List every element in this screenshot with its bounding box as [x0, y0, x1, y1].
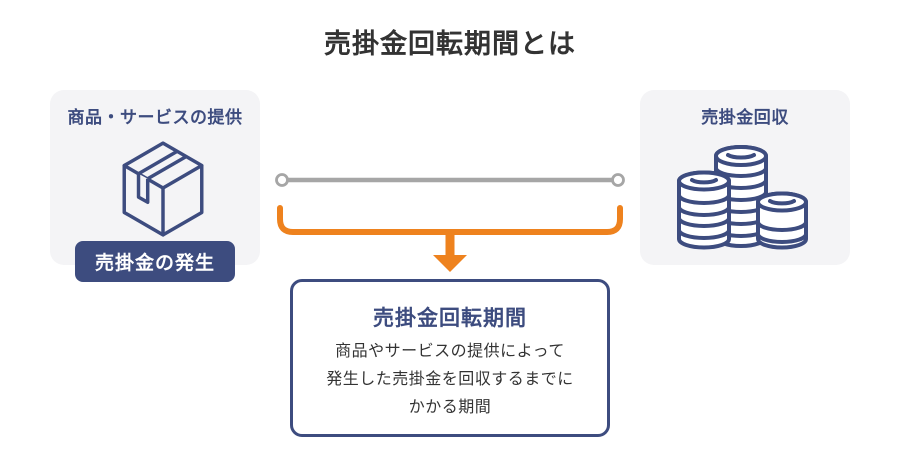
definition-description: 商品やサービスの提供によって 発生した売掛金を回収するまでに かかる期間 — [293, 338, 607, 422]
period-brace-icon — [277, 205, 623, 235]
definition-line: かかる期間 — [408, 399, 492, 416]
timeline-line — [275, 173, 625, 187]
collection-card: 売掛金回収 — [640, 90, 850, 265]
coin-stack-left — [677, 170, 731, 250]
timeline-end-endpoint-icon — [611, 173, 625, 187]
definition-line: 発生した売掛金を回収するまでに — [326, 371, 574, 388]
receivable-badge-label: 売掛金の発生 — [94, 253, 216, 274]
page-title: 売掛金回転期間とは — [324, 29, 576, 59]
coin-stacks-icon — [676, 144, 810, 250]
definition-line: 商品やサービスの提供によって — [335, 343, 565, 360]
coin-stack-right — [756, 191, 808, 250]
package-box-icon — [112, 138, 214, 240]
collection-card-label: 売掛金回収 — [701, 108, 789, 127]
provision-card: 商品・サービスの提供 売掛金の発生 — [50, 90, 260, 282]
timeline-start-endpoint-icon — [275, 173, 289, 187]
definition-box: 売掛金回転期間 商品やサービスの提供によって 発生した売掛金を回収するまでに か… — [290, 279, 610, 437]
definition-title: 売掛金回転期間 — [373, 307, 527, 330]
down-arrow-icon — [433, 232, 467, 272]
timeline-graphic — [275, 173, 625, 272]
receivable-badge: 売掛金の発生 — [74, 241, 236, 282]
provision-card-label: 商品・サービスの提供 — [67, 108, 243, 127]
